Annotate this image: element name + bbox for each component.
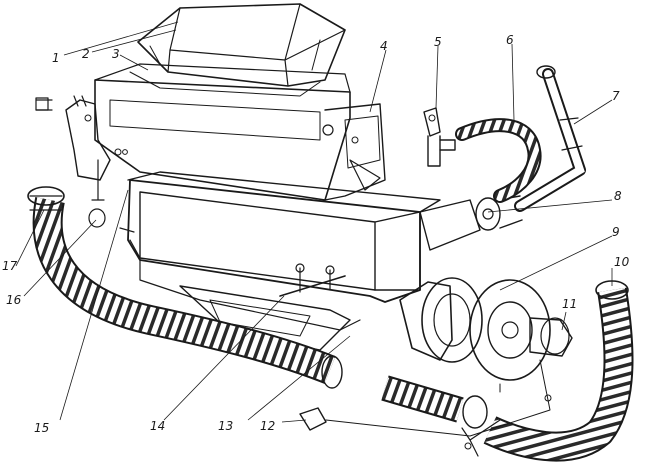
fan-switch xyxy=(299,359,552,437)
coolant-hose xyxy=(455,118,542,203)
callout-2: 2 xyxy=(82,47,90,61)
callout-11: 11 xyxy=(562,297,577,311)
callout-16: 16 xyxy=(6,293,22,307)
coolant-tap xyxy=(423,107,456,167)
right-flexible-hose xyxy=(483,280,634,462)
callout-17: 17 xyxy=(2,259,18,273)
callout-8: 8 xyxy=(614,189,622,203)
heater-radiator xyxy=(119,171,441,331)
callout-1: 1 xyxy=(52,51,60,65)
air-intake-cover xyxy=(137,3,346,87)
heater-pipes xyxy=(419,195,523,251)
callout-4: 4 xyxy=(380,39,388,53)
lower-short-hose xyxy=(381,375,501,457)
distribution-box xyxy=(94,63,386,201)
callout-9: 9 xyxy=(612,225,620,239)
callout-14: 14 xyxy=(150,419,165,433)
callout-5: 5 xyxy=(434,35,442,49)
leader-lines xyxy=(15,21,613,423)
callout-12: 12 xyxy=(260,419,275,433)
callout-6: 6 xyxy=(506,33,514,47)
blower-fan-assembly xyxy=(399,277,573,393)
callout-3: 3 xyxy=(112,47,120,61)
callout-7: 7 xyxy=(612,89,620,103)
callout-10: 10 xyxy=(614,255,630,269)
control-lever xyxy=(279,263,346,297)
return-pipe xyxy=(514,65,586,212)
mounting-bracket xyxy=(35,95,128,228)
callout-15: 15 xyxy=(34,421,49,435)
callout-13: 13 xyxy=(218,419,233,433)
left-flexible-hose xyxy=(27,186,343,389)
callout-labels: 1 2 3 4 5 6 7 8 9 10 11 12 13 14 15 16 1… xyxy=(2,33,630,435)
